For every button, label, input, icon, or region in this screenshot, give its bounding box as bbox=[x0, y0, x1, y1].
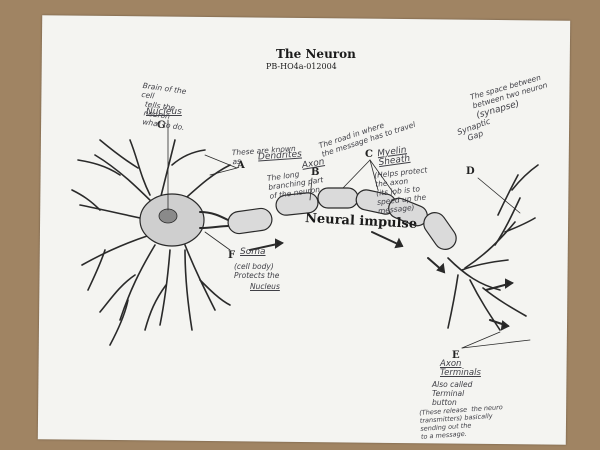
note-soma-desc: (cell body) Protects the bbox=[234, 262, 280, 280]
note-terminals-release: (These release the neuro transmitters) b… bbox=[418, 403, 504, 441]
label-d: D bbox=[466, 166, 475, 177]
label-a: A bbox=[237, 160, 245, 171]
worksheet-code: PB-HO4a-012004 bbox=[266, 62, 337, 71]
nucleus-shape bbox=[158, 208, 178, 224]
label-c: C bbox=[365, 149, 373, 160]
note-terminals-desc: Also called Terminal button bbox=[432, 380, 473, 407]
note-terminals-word: Axon Terminals bbox=[440, 359, 481, 378]
myelin-segments bbox=[227, 187, 457, 250]
impulse-arrows bbox=[249, 231, 514, 331]
note-myelin-desc: (Helps protect the axon (its job is to s… bbox=[373, 165, 428, 216]
label-e: E bbox=[452, 350, 460, 361]
note-soma-word: Soma bbox=[240, 247, 266, 257]
dendrites bbox=[71, 139, 231, 346]
label-f: F bbox=[228, 250, 236, 261]
label-b: B bbox=[311, 167, 320, 178]
label-g: G bbox=[157, 120, 166, 131]
worksheet-title: The Neuron bbox=[276, 47, 356, 61]
leader-lines bbox=[167, 119, 531, 349]
note-nucleus-word: Nucleus bbox=[146, 107, 182, 117]
axon-terminals bbox=[447, 164, 539, 331]
note-soma-nucleus: Nucleus bbox=[250, 282, 280, 291]
